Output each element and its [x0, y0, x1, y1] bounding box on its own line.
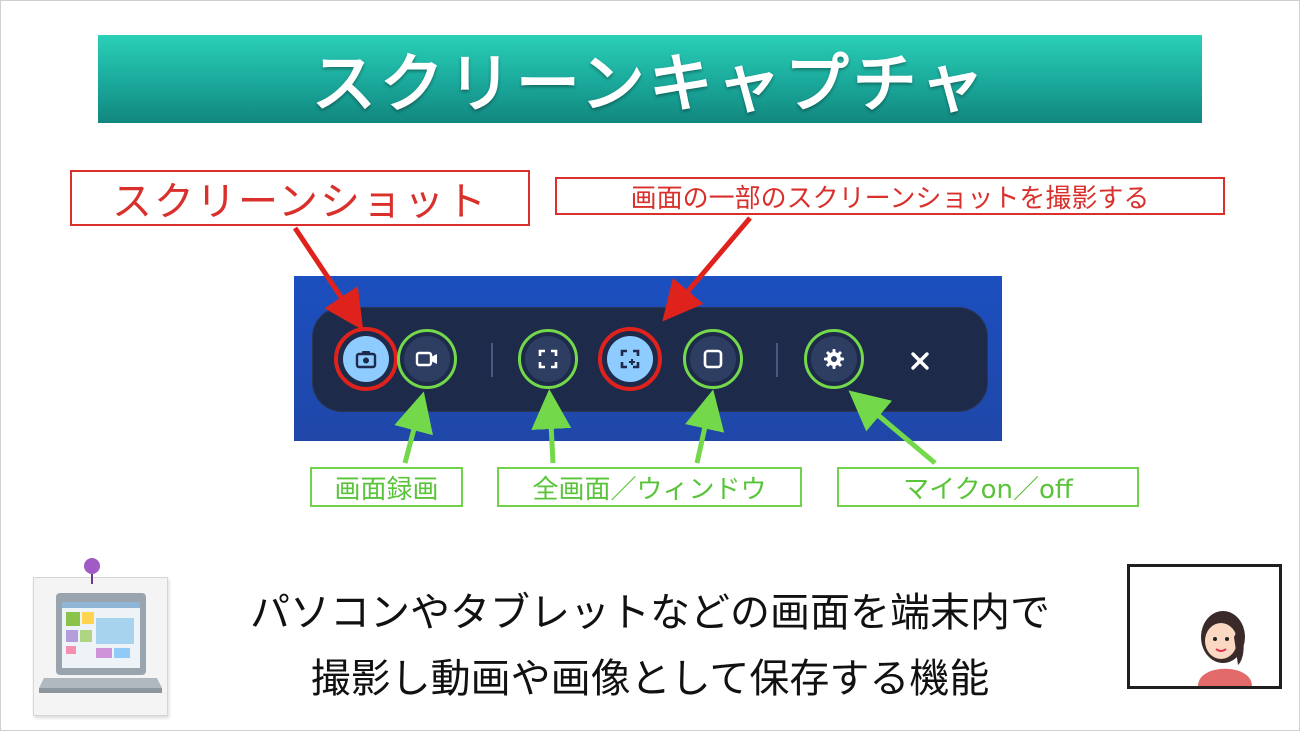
window-icon — [703, 349, 723, 369]
camera-icon — [355, 351, 377, 369]
toolbar-separator — [776, 343, 778, 377]
window-capture-button[interactable] — [690, 336, 736, 382]
close-toolbar-button[interactable] — [903, 344, 937, 378]
laptop-illustration — [33, 577, 168, 716]
laptop-icon — [39, 593, 162, 693]
settings-button[interactable] — [811, 336, 857, 382]
description-line-2: 撮影し動画や画像として保存する機能 — [310, 656, 990, 702]
screen-record-callout: 画面録画 — [310, 467, 463, 507]
toolbar-separator — [491, 343, 493, 377]
title-banner: スクリーンキャプチャ — [98, 35, 1202, 123]
partial-capture-button[interactable] — [607, 336, 653, 382]
screenshot-callout: スクリーンショット — [70, 170, 530, 226]
mic-toggle-callout: マイクon／off — [837, 467, 1139, 507]
description-line-1: パソコンやタブレットなどの画面を端末内で — [250, 590, 1050, 636]
partial-selection-icon — [620, 349, 640, 369]
video-camera-icon — [415, 351, 437, 367]
presenter-illustration-frame — [1127, 564, 1282, 689]
close-icon — [911, 352, 929, 370]
presenter-illustration — [1198, 611, 1252, 686]
gear-icon — [824, 349, 844, 369]
fullscreen-capture-button[interactable] — [525, 336, 571, 382]
slide-title: スクリーンキャプチャ — [311, 48, 989, 122]
fullscreen-corners-icon — [538, 349, 558, 369]
screen-record-button[interactable] — [404, 336, 450, 382]
pushpin-icon — [84, 558, 100, 584]
fullscreen-window-callout: 全画面／ウィンドウ — [497, 467, 802, 507]
partial-screenshot-callout: 画面の一部のスクリーンショットを撮影する — [555, 177, 1225, 215]
screenshot-mode-button[interactable] — [343, 336, 389, 382]
